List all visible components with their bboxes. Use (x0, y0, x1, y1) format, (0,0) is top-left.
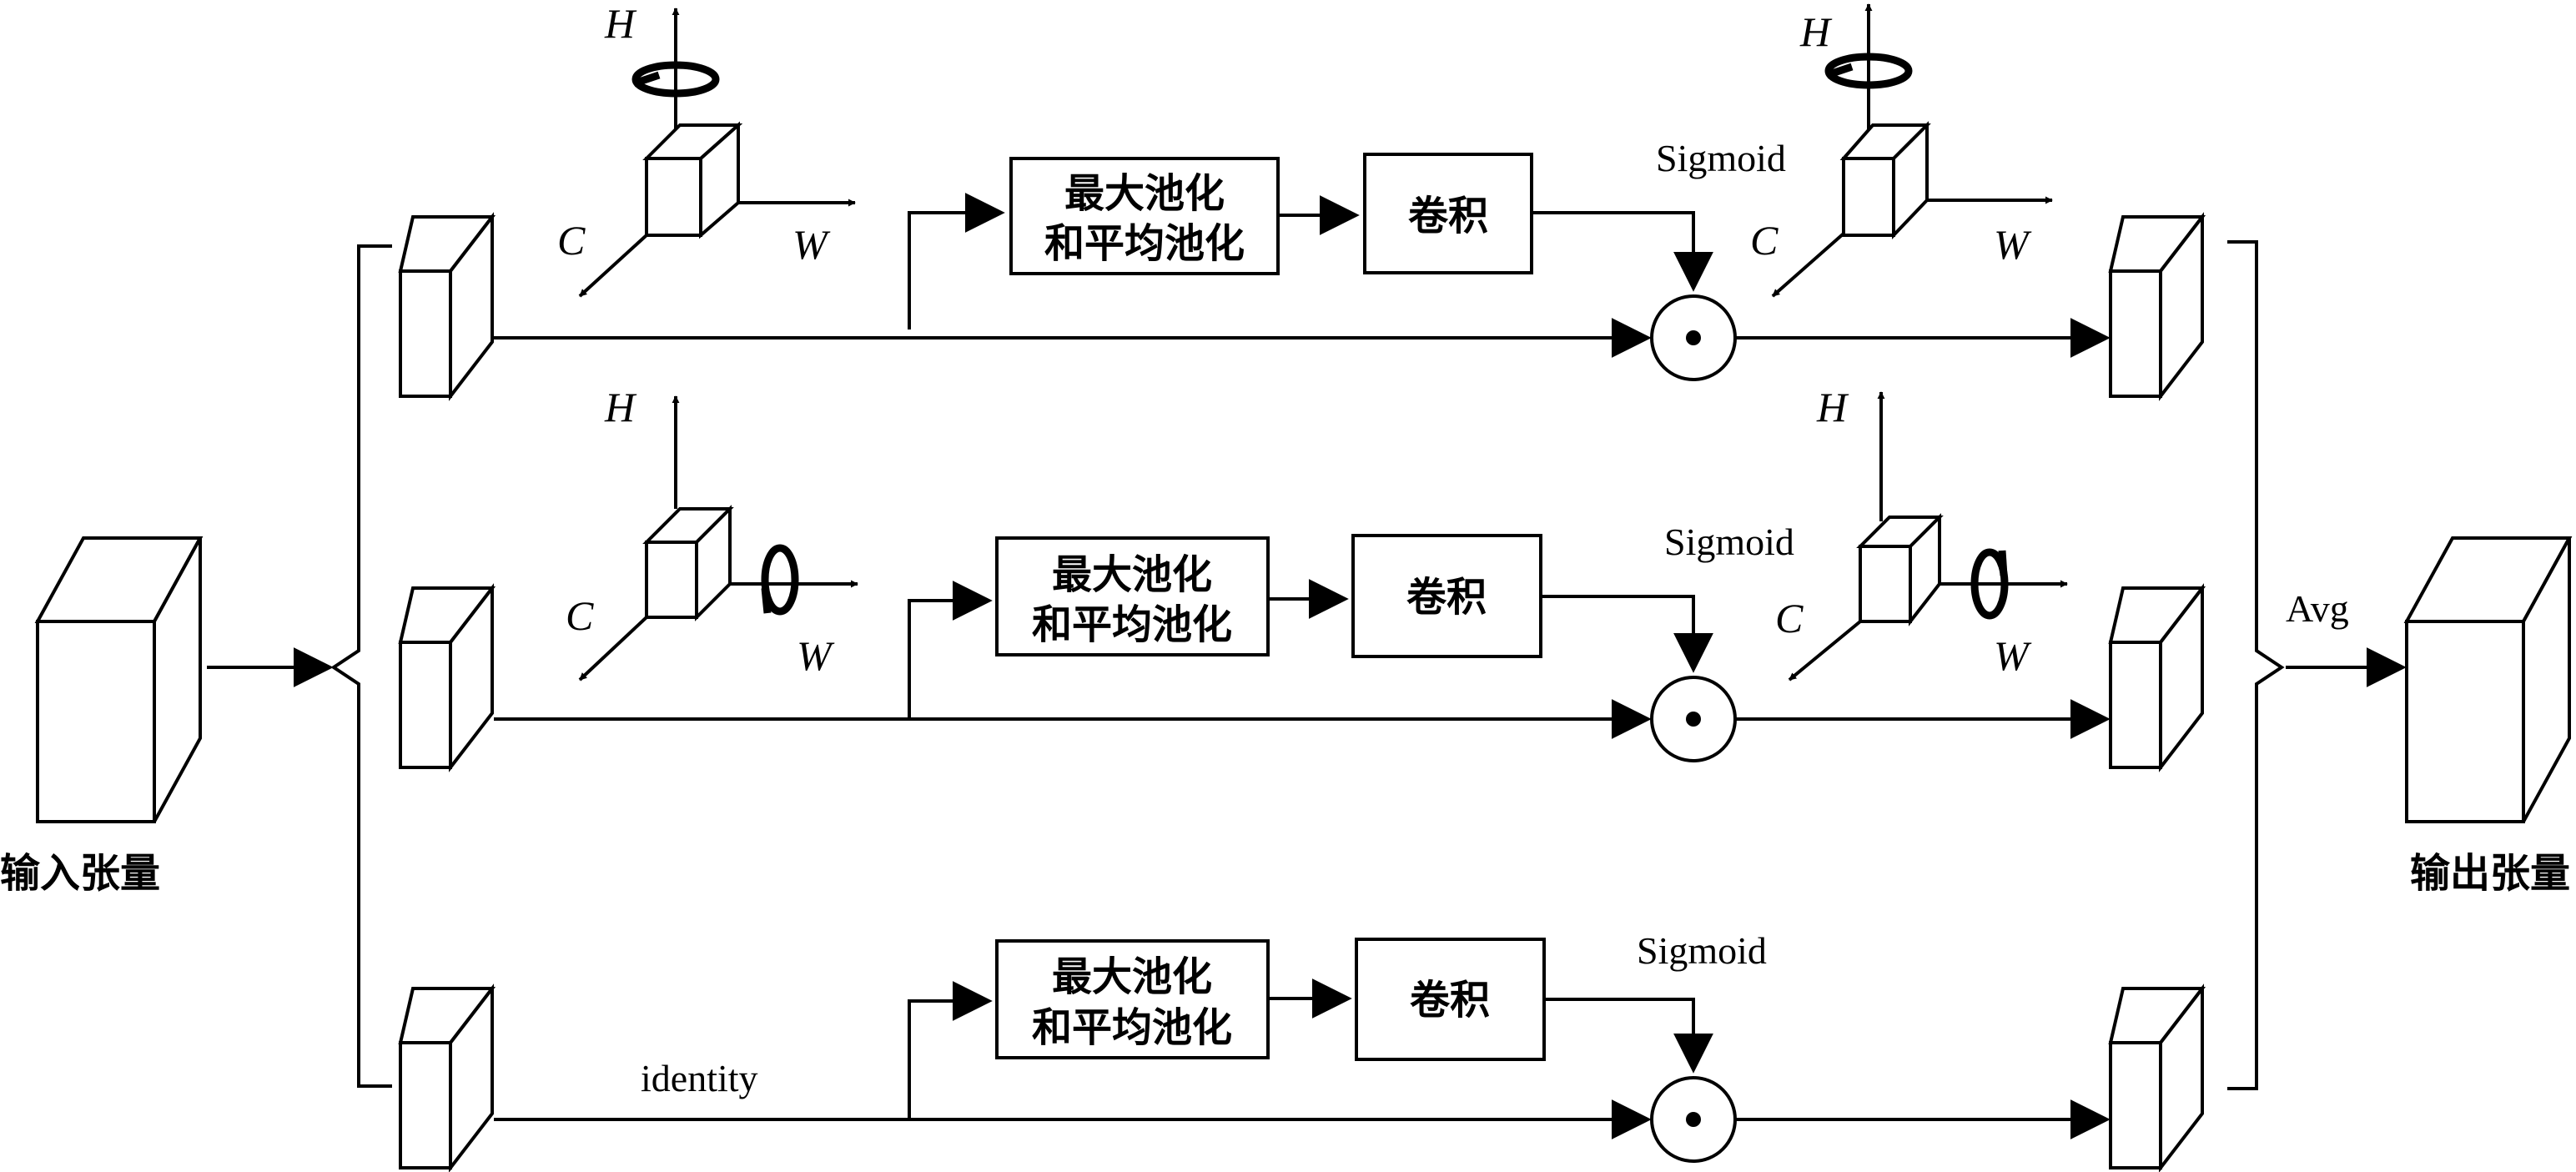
identity-label: identity (641, 1057, 758, 1099)
branch1-right-axis-w: W (1994, 221, 2032, 268)
branch1-pool-connector (908, 193, 1005, 329)
branch2-conv-label: 卷积 (1406, 574, 1487, 621)
branch1-conv-label: 卷积 (1408, 193, 1488, 239)
output-tensor-cube (2403, 536, 2573, 823)
branch3-pool-connector (908, 981, 993, 1119)
branch2-left-axes-icon (578, 395, 858, 682)
split-brace (330, 244, 392, 1088)
branch3-multiply-node (1650, 1076, 1737, 1163)
branch2-left-axis-c: C (566, 592, 594, 639)
branch1-output-slab (2108, 212, 2206, 401)
branch2-pool-box (995, 536, 1270, 656)
branch1-pool-label-2: 和平均池化 (1044, 220, 1245, 267)
branch1-left-axis-c: C (557, 217, 586, 264)
branch2-multiply-node (1650, 676, 1737, 762)
branch3-input-slab (398, 983, 496, 1172)
branch3-output-slab (2108, 983, 2206, 1172)
branch1-left-axes-icon (578, 8, 856, 298)
branch2-output-slab (2108, 583, 2206, 772)
branch1-pool-box (1009, 157, 1280, 275)
branch1-sigmoid-label: Sigmoid (1656, 137, 1786, 179)
branch2-right-axes-icon (1788, 391, 2068, 682)
branch2-sigmoid-label: Sigmoid (1664, 521, 1794, 563)
branch2-right-axis-h: H (1816, 384, 1849, 430)
branch3-sigmoid-label: Sigmoid (1637, 929, 1767, 972)
branch1-right-axis-h: H (1799, 8, 1833, 55)
branch2-left-axis-w: W (797, 632, 835, 679)
branch2-right-axis-c: C (1775, 595, 1804, 641)
branch1-conv-to-mult-arrow (1532, 211, 1713, 292)
branch2-input-slab (398, 583, 496, 772)
branch3-conv-box (1355, 938, 1546, 1061)
branch3-conv-label: 卷积 (1410, 977, 1490, 1024)
input-tensor-label: 输入张量 (0, 850, 160, 897)
input-tensor-cube (34, 536, 204, 823)
branch1-conv-box (1363, 153, 1533, 274)
branch1-input-slab (398, 212, 496, 401)
branch2-pool-connector (908, 581, 993, 719)
branch2-left-axis-h: H (604, 384, 637, 430)
branch3-conv-to-mult-arrow (1544, 998, 1713, 1074)
branch2-pool-label-1: 最大池化 (1052, 551, 1212, 598)
branch2-pool-label-2: 和平均池化 (1032, 601, 1232, 648)
merge-brace (2227, 240, 2285, 1090)
output-tensor-label: 输出张量 (2410, 850, 2570, 897)
branch2-conv-to-mult-arrow (1541, 595, 1713, 673)
branch3-pool-label-1: 最大池化 (1052, 953, 1212, 1000)
branch1-left-axis-w: W (792, 221, 831, 268)
branch3-pool-box (995, 939, 1270, 1059)
branch3-pool-label-2: 和平均池化 (1032, 1004, 1232, 1051)
branch1-left-axis-h: H (604, 0, 637, 47)
branch2-right-axis-w: W (1994, 632, 2032, 679)
branch1-right-axes-icon (1771, 3, 2053, 298)
branch1-multiply-node (1650, 294, 1737, 381)
branch1-right-axis-c: C (1750, 217, 1779, 264)
avg-label: Avg (2286, 587, 2349, 630)
branch1-pool-label-1: 最大池化 (1064, 170, 1225, 217)
